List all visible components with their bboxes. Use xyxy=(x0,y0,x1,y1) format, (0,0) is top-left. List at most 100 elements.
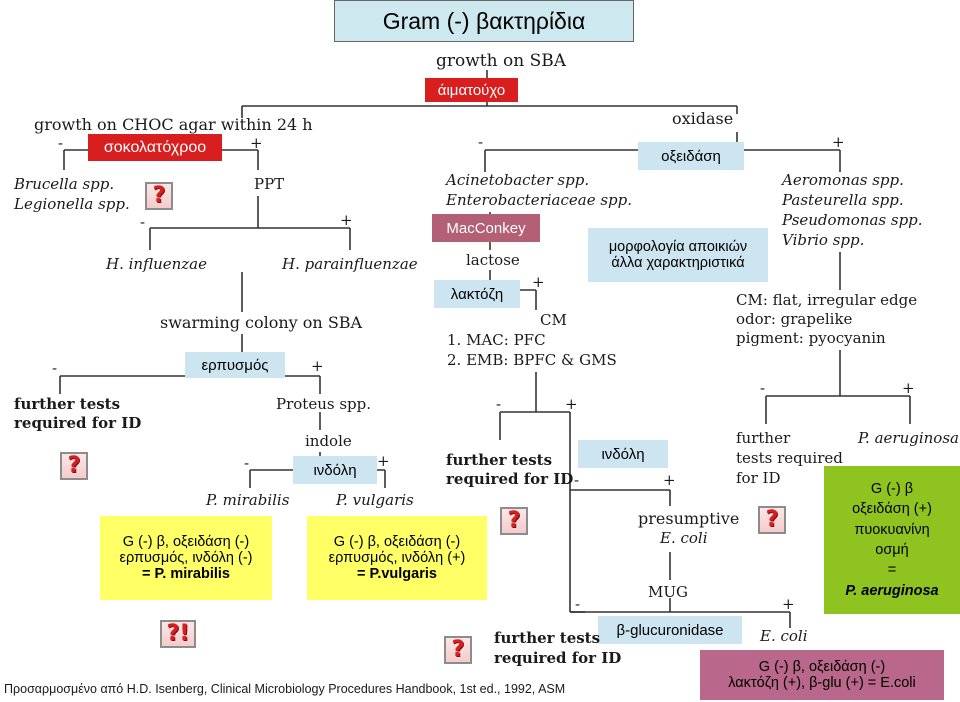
oxidase-greek-box: οξειδάση xyxy=(638,142,744,170)
colony-line1: μορφολογία αποικιών xyxy=(608,239,748,255)
pseudomonas-label: Pseudomonas spp. xyxy=(782,211,923,229)
oxidase-label: oxidase xyxy=(672,109,734,128)
question-mark-icon: ? xyxy=(145,182,173,210)
swarm-plus: + xyxy=(311,357,324,375)
aeruginosa-summary-box: G (-) β οξειδάση (+) πυοκυανίνη οσμή = P… xyxy=(824,466,960,614)
lac-required-for-id-label: required for ID xyxy=(446,470,574,488)
lac-further-tests-label: further tests xyxy=(446,451,553,469)
proteus-label: Proteus spp. xyxy=(276,395,371,413)
oxidase-plus: + xyxy=(832,133,845,151)
choc-growth-label: growth on CHOC agar within 24 h xyxy=(34,115,313,134)
lactose-pos-plus: + xyxy=(565,395,578,413)
ppt-minus: - xyxy=(140,213,146,231)
choc-plus: + xyxy=(250,134,263,152)
aeruginosa-line3: πυοκυανίνη xyxy=(854,521,930,538)
ecoli-summary-box: G (-) β, οξειδάση (-) λακτόζη (+), β-glu… xyxy=(700,650,944,700)
mug-minus: - xyxy=(575,595,581,613)
exclamation-question-icon: ?! xyxy=(160,620,196,648)
macconkey-box: MacConkey xyxy=(432,214,540,242)
title-box: Gram (-) βακτηρίδια xyxy=(334,0,634,42)
odor-label: odor: grapelike xyxy=(736,310,853,328)
cm-characteristics-label: CM: flat, irregular edge xyxy=(736,291,918,309)
mirabilis-line2: ερπυσμός, ινδόλη (-) xyxy=(119,550,253,566)
lac-indole-greek-box: ινδόλη xyxy=(578,440,668,468)
colony-line2: άλλα χαρακτηριστικά xyxy=(611,255,745,271)
presumptive-e-coli-label: E. coli xyxy=(660,529,708,547)
e-coli-label: E. coli xyxy=(760,627,808,645)
indole-plus: + xyxy=(377,452,390,470)
legionella-label: Legionella spp. xyxy=(14,195,130,213)
vulgaris-line3: = P.vulgaris xyxy=(357,566,437,582)
lactose-minus: - xyxy=(496,395,502,413)
enterobacteriaceae-label: Enterobacteriaceae spp. xyxy=(446,191,633,209)
ox-tests-required-label: tests required xyxy=(736,449,843,467)
oxpos-plus: + xyxy=(902,379,915,397)
choc-minus: - xyxy=(58,134,64,152)
choc-greek-label: σοκολατόχροο xyxy=(103,138,207,156)
mug-plus: + xyxy=(782,595,795,613)
blood-agar-box: άιματούχο xyxy=(425,78,518,102)
indole-greek-box: ινδόλη xyxy=(293,456,377,484)
indole-minus: - xyxy=(244,454,250,472)
cm-label: CM xyxy=(540,311,567,329)
lac-indole-plus: + xyxy=(663,471,676,489)
p-aeruginosa-label: P. aeruginosa xyxy=(858,429,959,447)
lactose-greek-label: λακτόζη xyxy=(450,285,504,303)
required-for-id-label: required for ID xyxy=(14,414,142,432)
ecoli-line2: λακτόζη (+), β-glu (+) = E.coli xyxy=(728,675,916,691)
swarming-greek-label: ερπυσμός xyxy=(201,356,269,374)
footer-citation: Προσαρμοσμένο από H.D. Isenberg, Clinica… xyxy=(4,682,566,696)
indole-label: indole xyxy=(305,432,352,450)
vulgaris-summary-box: G (-) β, οξειδάση (-) ερπυσμός, ινδόλη (… xyxy=(307,516,487,600)
mug-required-for-id-label: required for ID xyxy=(494,649,622,667)
mirabilis-summary-box: G (-) β, οξειδάση (-) ερπυσμός, ινδόλη (… xyxy=(100,516,272,600)
swarm-minus: - xyxy=(52,359,58,377)
p-mirabilis-label: P. mirabilis xyxy=(206,491,290,509)
oxpos-minus: - xyxy=(760,379,766,397)
swarming-greek-box: ερπυσμός xyxy=(185,352,285,378)
question-mark-icon: ? xyxy=(60,452,88,480)
h-parainfluenzae-label: H. parainfluenzae xyxy=(282,255,418,273)
question-mark-icon: ? xyxy=(758,506,786,534)
aeruginosa-line5: = xyxy=(887,562,897,579)
lactose-plus: + xyxy=(532,273,545,291)
lactose-label: lactose xyxy=(466,251,520,269)
swarming-label: swarming colony on SBA xyxy=(160,313,363,332)
h-influenzae-label: H. influenzae xyxy=(106,255,208,273)
aeromonas-label: Aeromonas spp. xyxy=(782,171,904,189)
mac-label: 1. MAC: PFC xyxy=(447,331,546,349)
mirabilis-line1: G (-) β, οξειδάση (-) xyxy=(122,534,250,550)
macconkey-label: MacConkey xyxy=(446,219,526,237)
vibrio-label: Vibrio spp. xyxy=(782,231,865,249)
aeruginosa-line2: οξειδάση (+) xyxy=(852,501,932,518)
blood-agar-label: άιματούχο xyxy=(437,81,506,99)
question-mark-icon: ? xyxy=(444,636,472,664)
aeruginosa-line6: P. aeruginosa xyxy=(845,582,939,599)
aeruginosa-line1: G (-) β xyxy=(870,481,914,498)
presumptive-label: presumptive xyxy=(638,509,740,528)
p-vulgaris-label: P. vulgaris xyxy=(336,491,414,509)
vulgaris-line1: G (-) β, οξειδάση (-) xyxy=(333,534,461,550)
mirabilis-line3: = P. mirabilis xyxy=(142,566,230,582)
mug-further-tests-label: further tests xyxy=(494,629,601,647)
oxidase-greek-label: οξειδάση xyxy=(661,147,721,165)
oxidase-minus: - xyxy=(478,133,484,151)
vulgaris-line2: ερπυσμός, ινδόλη (+) xyxy=(328,550,466,566)
choc-greek-box: σοκολατόχροο xyxy=(88,134,222,161)
pigment-label: pigment: pyocyanin xyxy=(736,329,886,347)
pasteurella-label: Pasteurella spp. xyxy=(782,191,904,209)
growth-on-sba-label: growth on SBA xyxy=(436,51,566,71)
colony-morphology-box: μορφολογία αποικιών άλλα χαρακτηριστικά xyxy=(588,228,768,282)
aeruginosa-line4: οσμή xyxy=(875,542,909,558)
brucella-label: Brucella spp. xyxy=(14,175,115,193)
glucuronidase-box: β-glucuronidase xyxy=(598,616,742,644)
lac-indole-greek-label: ινδόλη xyxy=(601,445,645,463)
emb-label: 2. EMB: BPFC & GMS xyxy=(447,351,617,369)
ppt-plus: + xyxy=(340,211,353,229)
question-mark-icon: ? xyxy=(500,507,528,535)
page-title: Gram (-) βακτηρίδια xyxy=(382,7,586,34)
ppt-label: PPT xyxy=(254,175,285,193)
ox-further-label: further xyxy=(736,429,791,447)
lac-indole-minus: - xyxy=(574,471,580,489)
